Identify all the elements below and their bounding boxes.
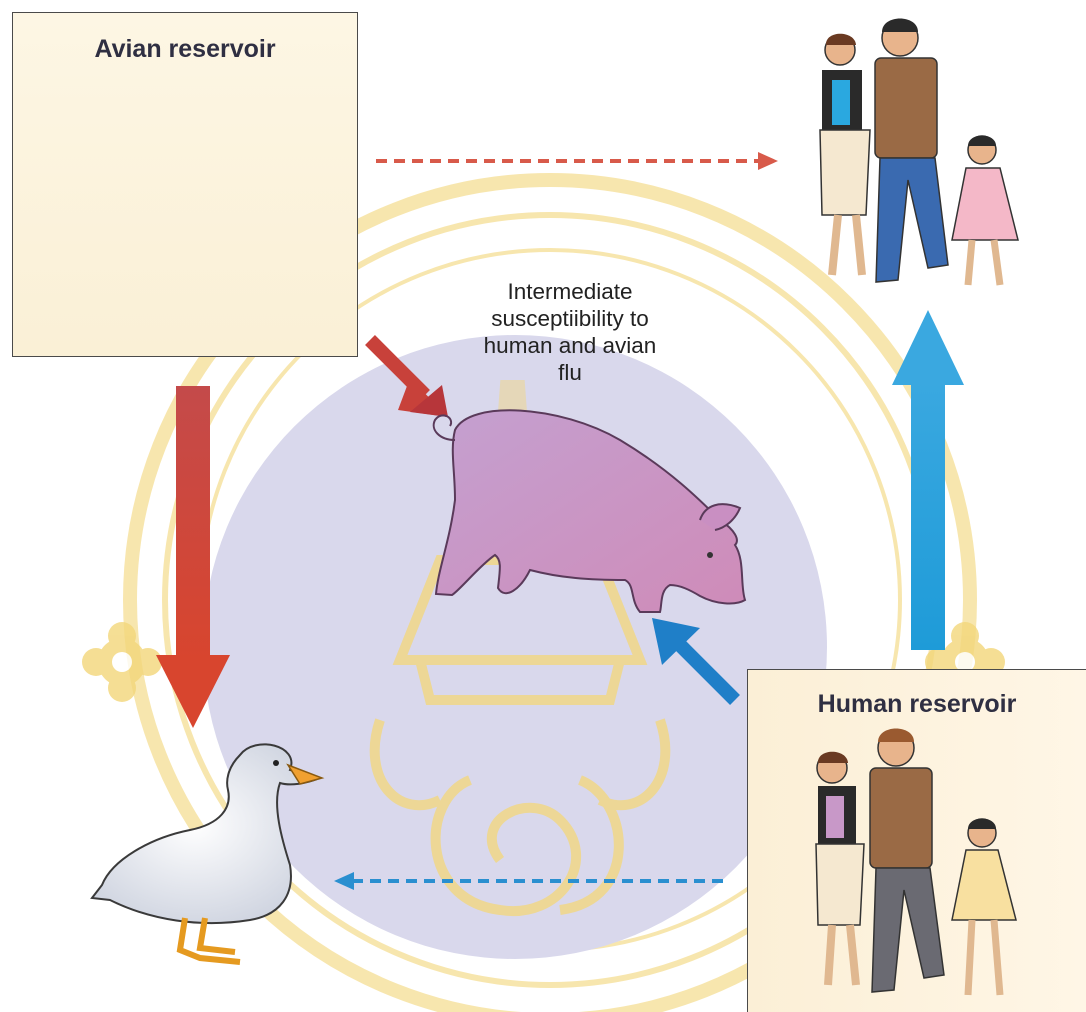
- watermark-flower-left: [82, 622, 162, 702]
- human-reservoir-box: Human reservoir: [747, 669, 1086, 1012]
- pig-susceptibility-label: Intermediate susceptiibility to human an…: [470, 278, 670, 386]
- avian-to-human-dashed-arrow: [376, 152, 778, 170]
- avian-reservoir-box: Avian reservoir: [12, 12, 358, 357]
- human-reservoir-title: Human reservoir: [748, 690, 1086, 719]
- family-icon: [820, 19, 1018, 286]
- avian-reservoir-title: Avian reservoir: [13, 35, 357, 64]
